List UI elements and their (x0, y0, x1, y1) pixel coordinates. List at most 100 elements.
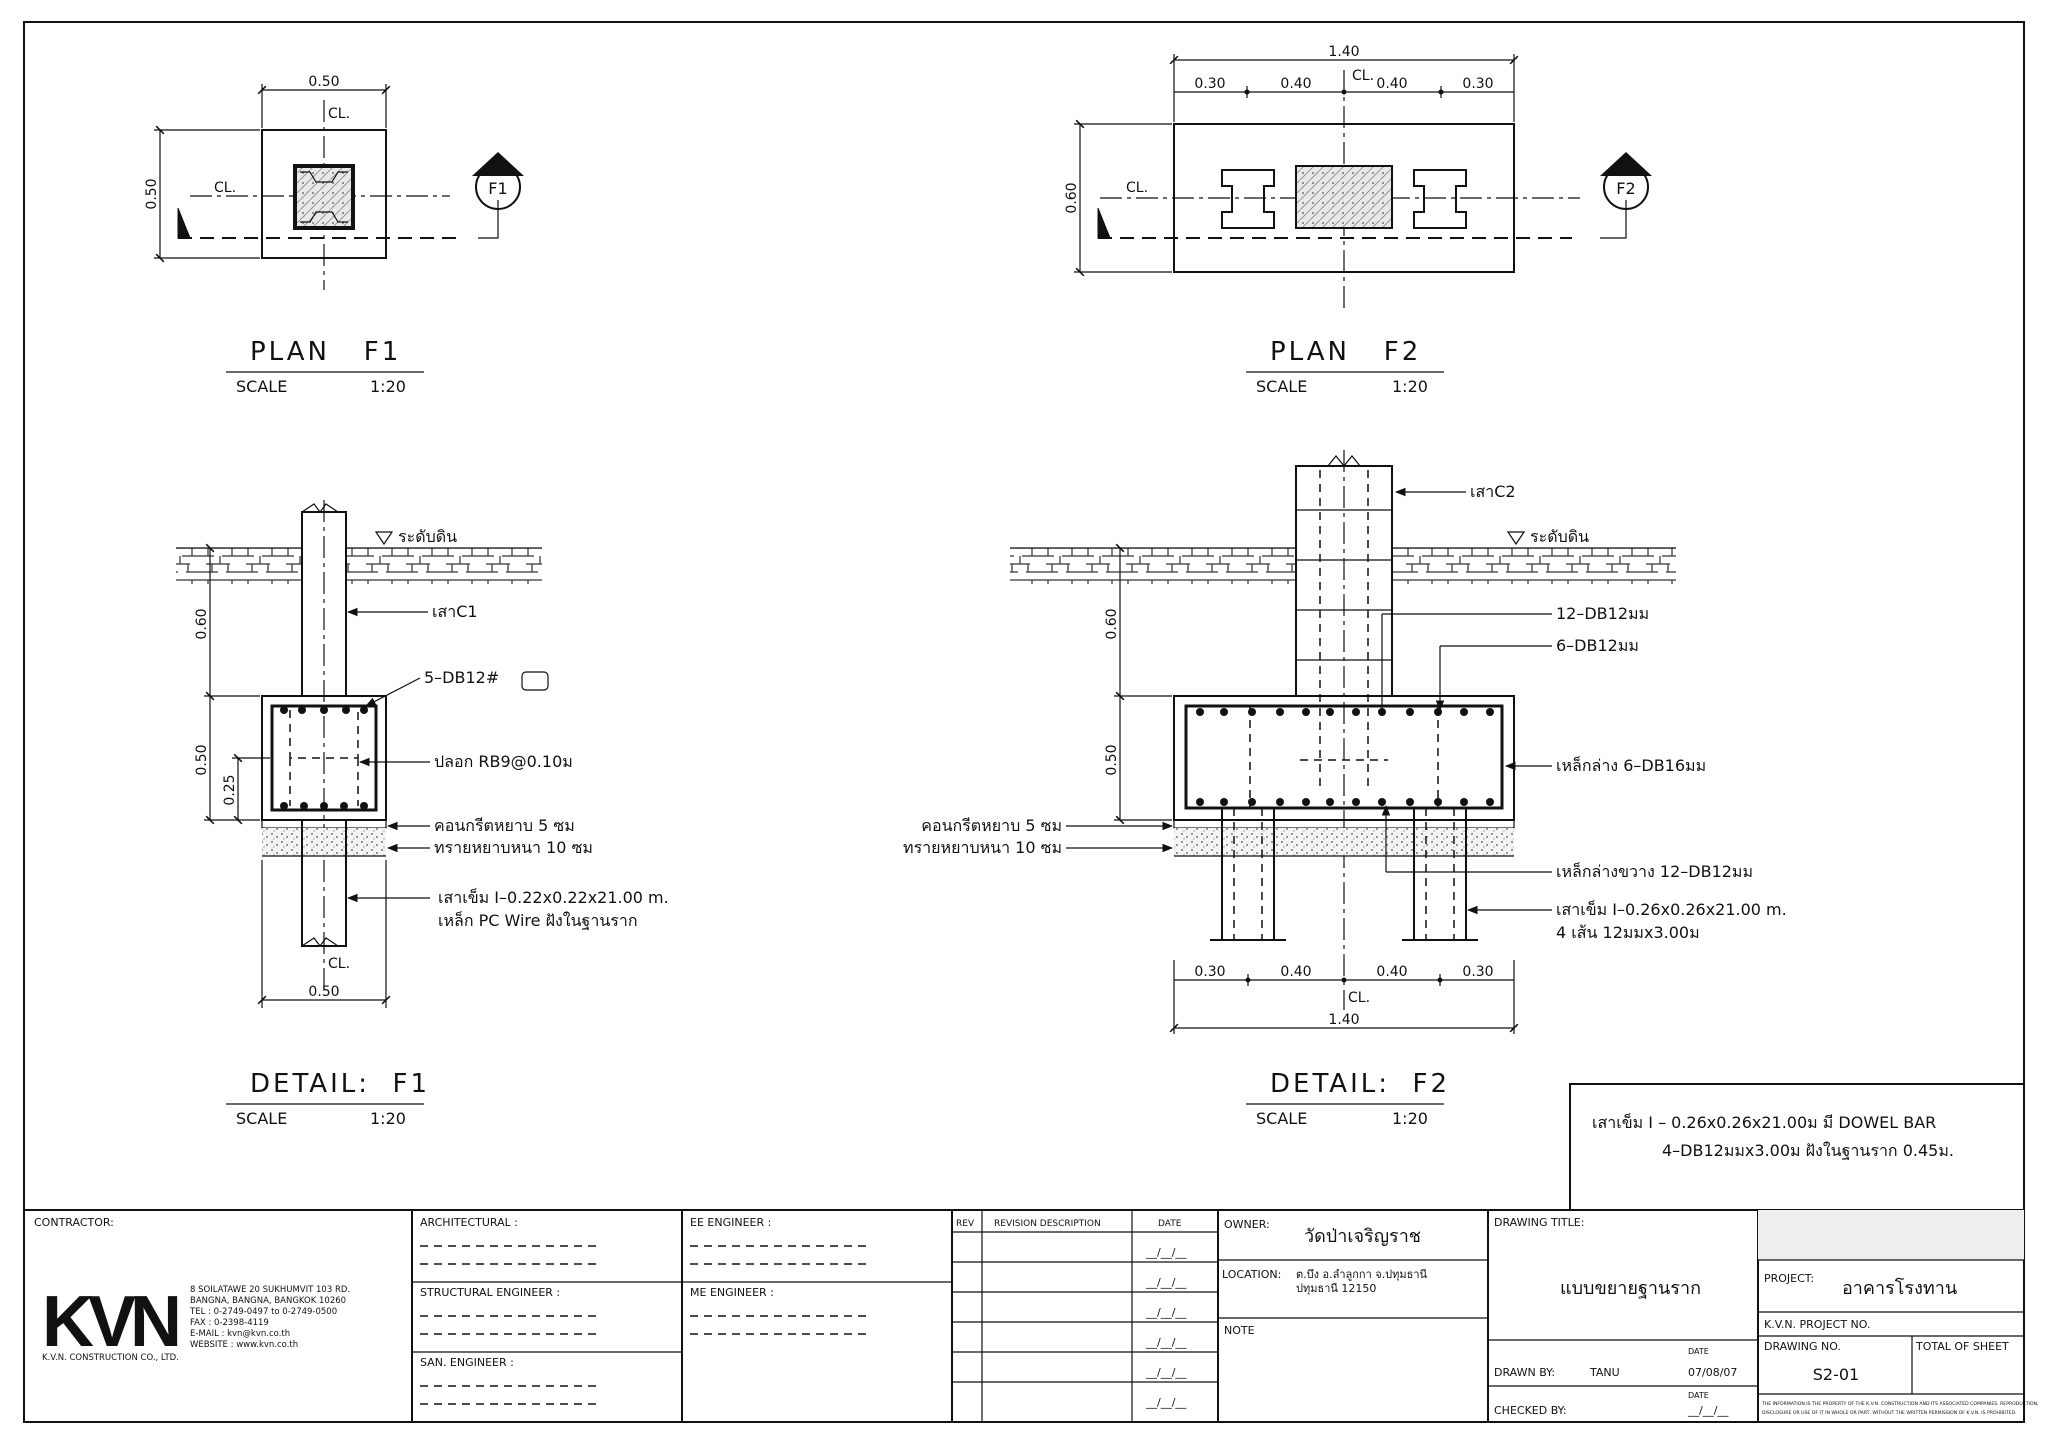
tb-checked-by-label: CHECKED BY: (1494, 1404, 1567, 1417)
tb-date-header: DATE (1158, 1219, 1182, 1229)
tb-project-label: PROJECT: (1764, 1272, 1814, 1285)
detail-f2-label-col-bars: 12–DB12มม (1556, 604, 1649, 623)
detail-f1-soil-left (176, 548, 302, 584)
plan-f1-title: PLAN F1 (250, 337, 401, 367)
detail-f2-dim-seg-2: 0.40 (1280, 964, 1311, 980)
plan-f1-scale-label: SCALE (236, 377, 287, 396)
detail-f2-dim-seg-4: 0.30 (1462, 964, 1493, 980)
detail-f2-scale-value: 1:20 (1392, 1109, 1428, 1128)
tb-drawing-title-value: แบบขยายฐานราก (1560, 1278, 1701, 1299)
detail-f2-dim-overall: 1.40 (1328, 1012, 1359, 1028)
plan-f2-scale-value: 1:20 (1392, 377, 1428, 396)
detail-f2-label-column: เสาC2 (1470, 482, 1516, 501)
plan-f2-title: PLAN F2 (1270, 337, 1421, 367)
detail-f1: ระดับดิน CL. 0.60 0.50 (176, 500, 669, 1128)
plan-f1-scale-value: 1:20 (370, 377, 406, 396)
plan-f2-dim-seg-1: 0.30 (1194, 76, 1225, 92)
detail-f1-pile (301, 819, 347, 947)
detail-f2-ground-level: ระดับดิน (1530, 527, 1589, 546)
plan-f2-cl-left: CL. (1126, 180, 1148, 196)
tb-rev: REV (956, 1219, 975, 1229)
detail-f2-label-top-bars: 6–DB12มม (1556, 636, 1639, 655)
plan-f2-dim-seg-2: 0.40 (1280, 76, 1311, 92)
plan-f2-dim-overall: 1.40 (1328, 44, 1359, 60)
detail-f1-label-column: เสาC1 (432, 602, 478, 621)
detail-f1-label-pile-1: เสาเข็ม I–0.22x0.22x21.00 m. (438, 887, 669, 907)
plan-f2-section-tag: F2 (1616, 179, 1635, 198)
plan-f1: 0.50 0.50 CL. CL. F1 PLAN F1 SCALE 1:20 (144, 74, 524, 396)
plan-f2: 1.40 0.30 0.40 0.40 0.30 0.60 CL. CL. (1064, 44, 1652, 396)
detail-f2-dim-060: 0.60 (1104, 608, 1120, 639)
plan-f1-column (293, 164, 355, 230)
detail-f1-label-stirrup: ปลอก RB9@0.10ม (434, 752, 573, 771)
tb-total-sheet-label: TOTAL OF SHEET (1915, 1340, 2009, 1353)
tb-fine-print-1: THE INFORMATION IS THE PROPERTY OF THE K… (1761, 1401, 2039, 1407)
tb-drawn-date: 07/08/07 (1688, 1366, 1737, 1379)
detail-f1-label-pile-2: เหล็ก PC Wire ฝังในฐานราก (438, 910, 638, 930)
note-line-1: เสาเข็ม I – 0.26x0.26x21.00ม มี DOWEL BA… (1592, 1112, 1936, 1132)
detail-f2-label-cross-bars: เหล็กล่างขวาง 12–DB12มม (1556, 861, 1753, 881)
plan-f2-scale-label: SCALE (1256, 377, 1307, 396)
detail-f1-sand (262, 828, 386, 856)
tb-date-blank-4: __/__/__ (1145, 1336, 1187, 1349)
tb-address-1: 8 SOILATAWE 20 SUKHUMVIT 103 RD. (190, 1285, 350, 1295)
detail-f1-dim-025: 0.25 (222, 774, 238, 805)
detail-f1-ground-level: ระดับดิน (398, 527, 457, 546)
detail-f1-label-lean-concrete: คอนกรีตหยาบ 5 ซม (434, 816, 575, 835)
tb-project-value: อาคารโรงทาน (1842, 1277, 1957, 1299)
tb-date-blank-6: __/__/__ (1145, 1396, 1187, 1409)
tb-revision-description: REVISION DESCRIPTION (994, 1219, 1101, 1229)
tb-address-5: E-MAIL : kvn@kvn.co.th (190, 1329, 290, 1339)
detail-f2-title: DETAIL: F2 (1270, 1069, 1450, 1099)
tb-architectural: ARCHITECTURAL : (420, 1216, 518, 1229)
plan-f2-column (1295, 165, 1393, 229)
detail-f2-label-lean-concrete: คอนกรีตหยาบ 5 ซม (921, 816, 1062, 835)
detail-f2: ระดับดิน (903, 450, 1787, 1128)
plan-f2-dim-seg-3: 0.40 (1376, 76, 1407, 92)
detail-f2-top-bars (1196, 708, 1494, 716)
tb-date-blank-3: __/__/__ (1145, 1306, 1187, 1319)
tb-drawing-no-label: DRAWING NO. (1764, 1340, 1841, 1353)
tb-ee-engineer: EE ENGINEER : (690, 1216, 771, 1229)
plan-f1-section-tag: F1 (488, 179, 507, 198)
detail-f2-label-bottom-bars: เหล็กล่าง 6–DB16มม (1556, 755, 1706, 775)
tb-san-engineer: SAN. ENGINEER : (420, 1356, 514, 1369)
tb-address-4: FAX : 0-2398-4119 (190, 1318, 269, 1328)
plan-f1-dim-left: 0.50 (144, 178, 160, 209)
detail-f1-scale-value: 1:20 (370, 1109, 406, 1128)
tb-logo: KVN (42, 1282, 178, 1362)
tb-date-blank-2: __/__/__ (1145, 1276, 1187, 1289)
tb-structural-engineer: STRUCTURAL ENGINEER : (420, 1286, 560, 1299)
detail-f1-label-top-bars: 5–DB12# (424, 668, 499, 687)
tb-drawing-title-label: DRAWING TITLE: (1494, 1216, 1584, 1229)
tb-owner-label: OWNER: (1224, 1218, 1270, 1231)
tb-note-label: NOTE (1224, 1324, 1255, 1337)
tb-address-2: BANGNA, BANGNA, BANGKOK 10260 (190, 1296, 346, 1306)
tb-checked-date-label: DATE (1688, 1391, 1709, 1400)
tb-company: K.V.N. CONSTRUCTION CO., LTD. (42, 1353, 179, 1363)
detail-f2-soil-left (1010, 548, 1296, 584)
tb-me-engineer: ME ENGINEER : (690, 1286, 774, 1299)
detail-f2-bottom-bars (1196, 798, 1494, 806)
tb-contractor-label: CONTRACTOR: (34, 1216, 114, 1229)
detail-f1-scale-label: SCALE (236, 1109, 287, 1128)
detail-f2-dim-seg-3: 0.40 (1376, 964, 1407, 980)
tb-date-blank-1: __/__/__ (1145, 1246, 1187, 1259)
tb-owner-value: วัดป่าเจริญราช (1304, 1226, 1421, 1247)
tb-fine-print-2: DISCLOSURE OR USE OF IT IN WHOLE OR PART… (1762, 1410, 2017, 1416)
plan-f2-pile-left (1221, 169, 1275, 229)
tb-location-line-2: ปทุมธานี 12150 (1296, 1282, 1376, 1295)
title-block: CONTRACTOR: KVN 8 SOILATAWE 20 SUKHUMVIT… (23, 1209, 2039, 1423)
detail-f2-label-pile-1: เสาเข็ม I–0.26x0.26x21.00 m. (1556, 899, 1787, 919)
detail-f1-dim-060: 0.60 (194, 608, 210, 639)
plan-f1-dim-top: 0.50 (308, 74, 339, 90)
tb-kvn-project-no: K.V.N. PROJECT NO. (1764, 1318, 1871, 1331)
detail-f2-label-sand: ทรายหยาบหนา 10 ซม (903, 838, 1062, 857)
tb-date-label: DATE (1688, 1347, 1709, 1356)
detail-f2-cl: CL. (1348, 990, 1370, 1006)
plan-f1-cl-left: CL. (214, 180, 236, 196)
tb-location-label: LOCATION: (1222, 1268, 1281, 1281)
plan-f1-cl-top: CL. (328, 106, 350, 122)
tb-checked-date-blank: __/__/__ (1687, 1404, 1729, 1417)
